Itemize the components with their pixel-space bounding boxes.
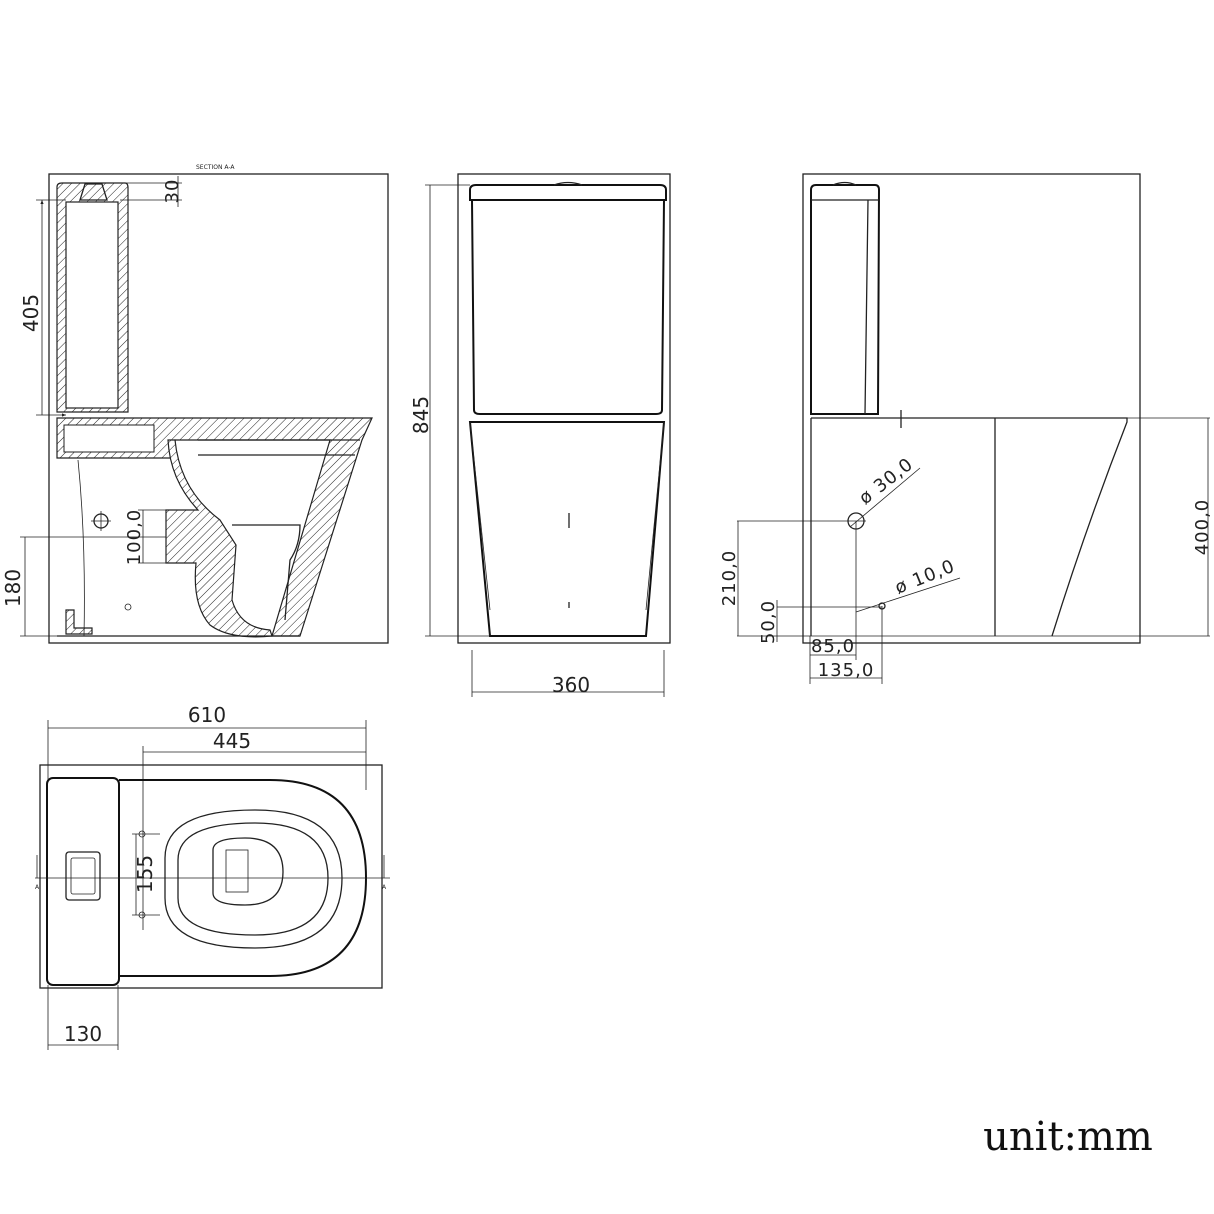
flush-button-top bbox=[65, 851, 101, 901]
dim-inlet-height-lines bbox=[737, 520, 866, 636]
fix-hole-marker bbox=[124, 603, 132, 611]
dim-inlet-offset: 85,0 bbox=[811, 636, 855, 657]
dim-tank-height: 405 bbox=[19, 294, 43, 332]
dim-total-length: 610 bbox=[188, 703, 226, 727]
dim-total-height: 845 bbox=[409, 396, 433, 434]
dim-tank-depth: 130 bbox=[64, 1022, 102, 1046]
leader-inlet bbox=[849, 467, 921, 528]
trapway-section bbox=[165, 439, 273, 638]
tank-side bbox=[810, 184, 881, 415]
flush-button-front bbox=[553, 181, 583, 186]
flush-button-inner bbox=[70, 857, 96, 895]
tank-front bbox=[470, 199, 666, 415]
rim-lines bbox=[198, 439, 360, 456]
dim-fix-height: 50,0 bbox=[758, 600, 779, 644]
dim-outlet-height: 180 bbox=[1, 569, 25, 607]
section-marker-left: A bbox=[35, 884, 40, 891]
dim-offset-lines bbox=[809, 521, 883, 684]
dim-outlet-height-lines bbox=[20, 536, 166, 637]
dim-total-height-lines bbox=[425, 184, 490, 637]
dim-fix-diameter: ø 10,0 bbox=[892, 556, 958, 599]
dim-fixing-spacing-lines bbox=[132, 833, 160, 916]
section-marker-right: A bbox=[382, 884, 387, 891]
unit-label: unit:mm bbox=[983, 1114, 1153, 1160]
dim-inlet-diameter: ø 30,0 bbox=[855, 454, 917, 509]
section-view: SECTION A-A 30 405 180 100,0 bbox=[1, 164, 389, 644]
tank-top bbox=[46, 777, 120, 986]
tank-cavity bbox=[65, 201, 119, 409]
dim-bowl-length-lines bbox=[142, 746, 366, 930]
drain-outline bbox=[225, 849, 249, 893]
dim-outlet-size-lines bbox=[138, 509, 166, 564]
tank-side-lines bbox=[811, 199, 879, 415]
side-frame bbox=[802, 173, 1141, 644]
dim-width-lines bbox=[471, 650, 665, 697]
dim-fixing-spacing: 155 bbox=[133, 855, 157, 893]
dim-bowl-height-lines bbox=[737, 417, 1210, 637]
dim-width: 360 bbox=[552, 673, 590, 697]
front-view: 845 360 bbox=[409, 173, 671, 697]
body-outline bbox=[77, 459, 85, 637]
bowl-front bbox=[468, 421, 666, 637]
seat-inner bbox=[177, 822, 329, 936]
dim-tank-depth-lines bbox=[47, 985, 119, 1050]
dim-bowl-length: 445 bbox=[213, 729, 251, 753]
leader-fix bbox=[855, 577, 961, 613]
top-view: 610 445 A A 155 130 bbox=[35, 703, 390, 1050]
dim-fix-offset: 135,0 bbox=[818, 660, 875, 681]
seat-outline bbox=[164, 809, 343, 949]
dim-tank-height-lines bbox=[36, 200, 66, 415]
section-line bbox=[35, 855, 390, 879]
bowl-side bbox=[810, 410, 1128, 637]
bowl-rim-section bbox=[56, 417, 373, 637]
flush-button-section bbox=[79, 183, 108, 201]
dim-outlet-size: 100,0 bbox=[124, 509, 145, 566]
dim-bowl-height: 400,0 bbox=[1192, 499, 1213, 556]
dim-fix-height-lines bbox=[776, 600, 882, 642]
bowl-front-facets bbox=[469, 421, 665, 611]
bowl-inner-line bbox=[232, 524, 301, 621]
foot-section-left bbox=[65, 609, 93, 635]
section-title: SECTION A-A bbox=[196, 164, 235, 171]
tank-lid-front bbox=[469, 184, 667, 201]
dim-inlet-height: 210,0 bbox=[719, 550, 740, 607]
dim-lid: 30 bbox=[162, 179, 183, 204]
front-frame bbox=[457, 173, 671, 644]
flush-button-side bbox=[832, 181, 857, 186]
side-view: 400,0 ø 30,0 ø 10,0 210,0 50,0 85,0 135,… bbox=[719, 173, 1213, 684]
dim-total-length-lines bbox=[47, 720, 367, 790]
water-channel bbox=[63, 424, 155, 453]
top-frame bbox=[39, 764, 383, 989]
bowl-opening bbox=[212, 837, 284, 906]
inlet-crosshair bbox=[91, 511, 111, 531]
dim-lid-lines bbox=[105, 176, 182, 207]
